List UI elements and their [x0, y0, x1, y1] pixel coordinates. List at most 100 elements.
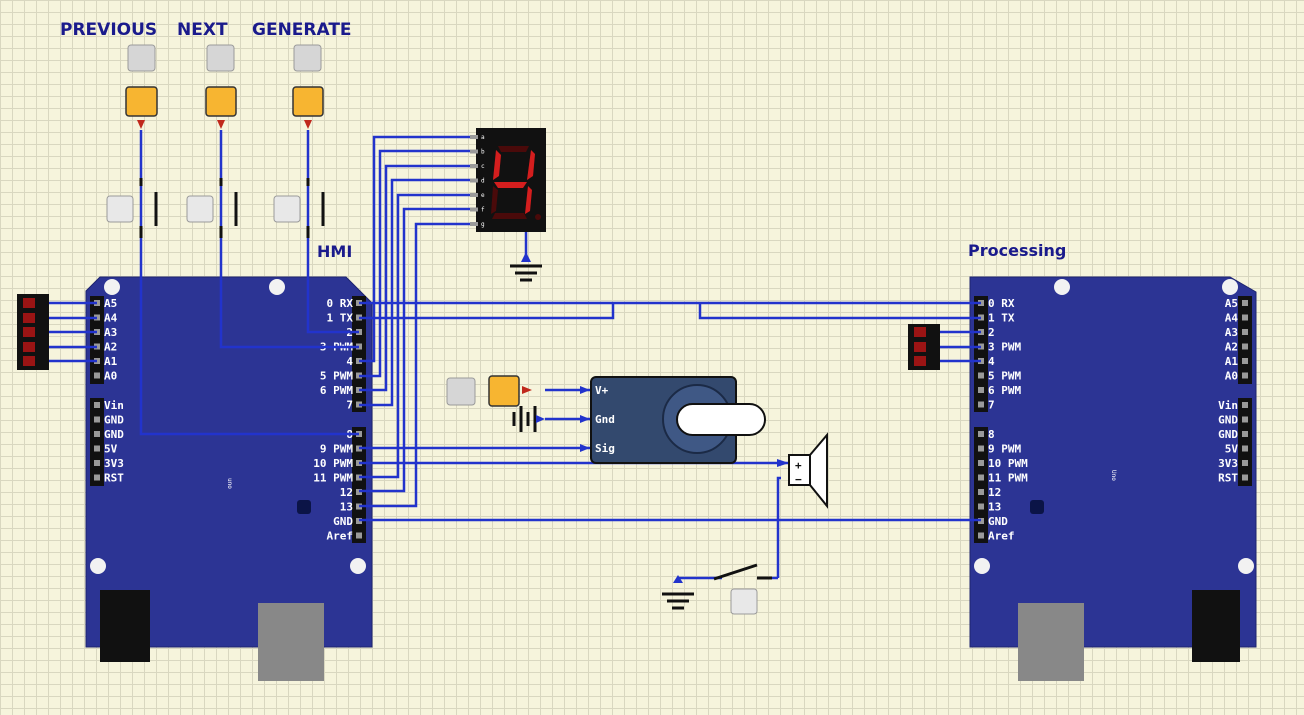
pin-processing-digital[interactable]: [978, 489, 984, 495]
next-control: [205, 44, 237, 129]
pin-hmi-power[interactable]: [94, 431, 100, 437]
servo-key[interactable]: [446, 377, 476, 406]
pin-processing-digital[interactable]: [978, 474, 984, 481]
pin-label-processing: 0 RX: [988, 297, 1015, 310]
pin-processing-a5[interactable]: [1242, 300, 1248, 306]
pin-label-processing: 4: [988, 355, 995, 368]
pin-processing-digital[interactable]: [978, 431, 984, 437]
pin-label-hmi: 4: [346, 355, 353, 368]
pin-processing-digital[interactable]: [978, 460, 984, 466]
segment-pin-a[interactable]: [470, 135, 478, 139]
segment-pin-label: c: [481, 163, 485, 170]
pin-processing-power[interactable]: [1242, 460, 1248, 466]
previous-input-indicator: [125, 86, 158, 117]
next-button[interactable]: [186, 195, 214, 223]
pin-label-hmi: 6 PWM: [320, 384, 353, 397]
pin-label-processing: 2: [988, 326, 995, 339]
pin-label-processing: 12: [988, 486, 1001, 499]
pin-processing-digital[interactable]: [978, 445, 984, 452]
pushbutton-generate: [273, 178, 325, 238]
pin-hmi-power[interactable]: [94, 474, 100, 481]
segment-pin-f[interactable]: [470, 207, 478, 212]
servo-pin-vplus: V+: [595, 384, 609, 397]
segment-pin-c[interactable]: [470, 164, 478, 168]
pin-label-hmi: RST: [104, 472, 124, 485]
processing-label: Processing: [968, 241, 1066, 260]
switch-button[interactable]: [730, 588, 758, 615]
servo-pin-gnd: Gnd: [595, 413, 615, 426]
segment-pin-d[interactable]: [470, 178, 478, 183]
generate-key[interactable]: [293, 44, 322, 72]
pin-label-processing: 5V: [1225, 443, 1239, 456]
pin-processing-a1[interactable]: [1242, 358, 1248, 364]
servo-pin-sig: Sig: [595, 442, 615, 455]
pin-hmi-power[interactable]: [94, 402, 100, 408]
led-bar-processing: [908, 324, 940, 370]
pin-processing-a4[interactable]: [1242, 314, 1248, 321]
pin-label-processing: 8: [988, 428, 995, 441]
pin-processing-digital[interactable]: [978, 372, 984, 379]
led-bar-hmi: [17, 294, 49, 370]
pushbutton-previous: [106, 178, 158, 238]
pin-label-hmi: 7: [346, 399, 353, 412]
pin-processing-power[interactable]: [1242, 431, 1248, 437]
pin-label-processing: RST: [1218, 472, 1238, 485]
previous-button[interactable]: [106, 195, 134, 223]
pin-label-processing: 3V3: [1218, 457, 1238, 470]
ground-symbol-display: [510, 264, 542, 282]
generate-control: [292, 44, 324, 129]
ground-symbol-switch: [662, 592, 694, 610]
servo-motor: V+ Gnd Sig: [446, 375, 766, 464]
speaker: + −: [777, 432, 828, 509]
segment-pin-label: a: [481, 134, 485, 141]
pin-label-hmi: 12: [340, 486, 353, 499]
pin-label-processing: Vin: [1218, 399, 1238, 412]
previous-key[interactable]: [127, 44, 156, 72]
pin-processing-digital[interactable]: [978, 387, 984, 393]
pin-label-processing: 3 PWM: [988, 341, 1021, 354]
pin-label-processing: A5: [1225, 297, 1238, 310]
pin-processing-digital[interactable]: [978, 503, 984, 510]
pin-label-hmi: GND: [104, 414, 124, 427]
pin-label-hmi: GND: [333, 515, 353, 528]
next-key[interactable]: [206, 44, 235, 72]
segment-pin-b[interactable]: [470, 149, 478, 154]
pin-label-processing: 6 PWM: [988, 384, 1021, 397]
pin-label-processing: GND: [1218, 414, 1238, 427]
generate-input-indicator: [292, 86, 324, 117]
pin-label-processing: A0: [1225, 370, 1238, 383]
pin-processing-a3[interactable]: [1242, 329, 1248, 335]
pin-label-processing: 10 PWM: [988, 457, 1028, 470]
pin-processing-digital[interactable]: [978, 532, 984, 539]
pin-processing-a0[interactable]: [1242, 372, 1248, 379]
pin-label-hmi: Vin: [104, 399, 124, 412]
pin-processing-power[interactable]: [1242, 474, 1248, 481]
pin-hmi-a0[interactable]: [94, 372, 100, 379]
pin-hmi-power[interactable]: [94, 416, 100, 423]
pin-label-processing: A2: [1225, 341, 1238, 354]
pin-processing-a2[interactable]: [1242, 343, 1248, 350]
battery-symbol: [512, 406, 537, 432]
pin-processing-power[interactable]: [1242, 445, 1248, 452]
pin-processing-digital[interactable]: [978, 401, 984, 408]
pin-hmi-power[interactable]: [94, 460, 100, 466]
pushbutton-next: [186, 178, 238, 238]
pin-label-processing: 1 TX: [988, 312, 1015, 325]
pin-hmi-digital[interactable]: [356, 532, 362, 539]
pin-label-hmi: GND: [104, 428, 124, 441]
pin-label-hmi: 5 PWM: [320, 370, 353, 383]
pin-label-hmi: A4: [104, 312, 118, 325]
previous-label: PREVIOUS: [60, 20, 157, 40]
pin-processing-power[interactable]: [1242, 416, 1248, 423]
segment-pin-e[interactable]: [470, 193, 478, 197]
pin-processing-power[interactable]: [1242, 402, 1248, 408]
segment-pin-g[interactable]: [470, 222, 478, 226]
pin-hmi-power[interactable]: [94, 445, 100, 452]
pin-label-hmi: A2: [104, 341, 117, 354]
generate-button[interactable]: [273, 195, 301, 223]
speaker-minus: −: [795, 473, 802, 486]
hmi-label: HMI: [317, 242, 352, 261]
